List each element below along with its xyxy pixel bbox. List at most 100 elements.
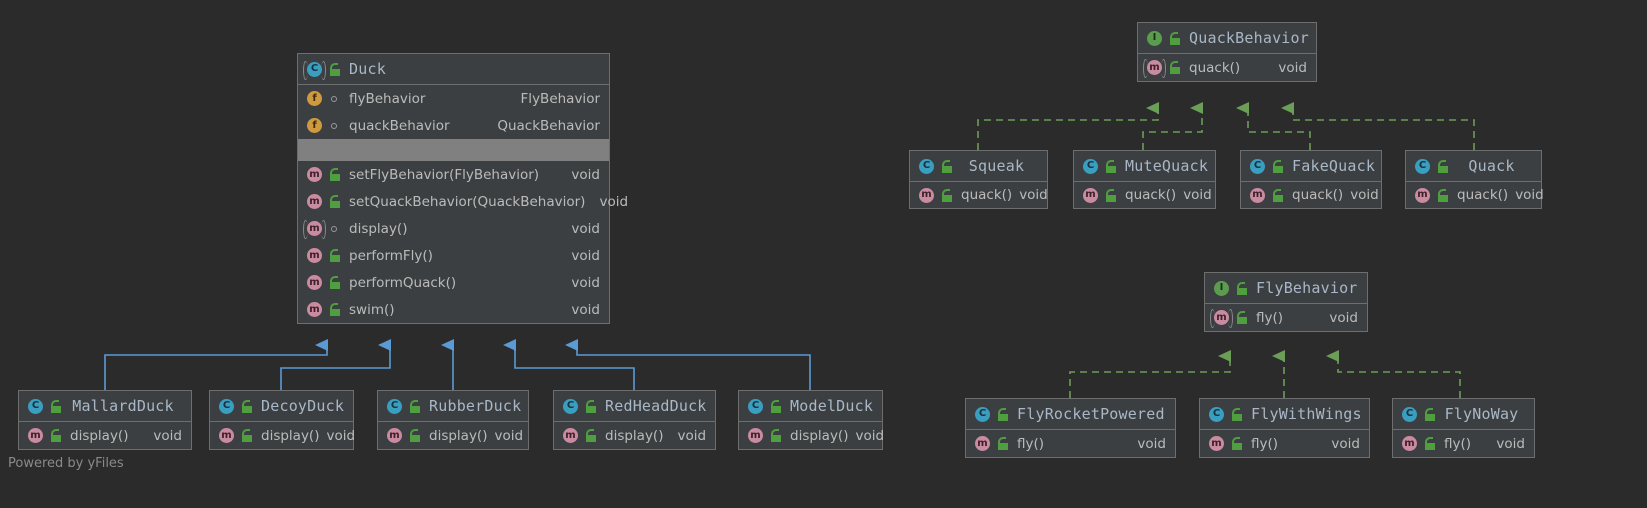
method-icon: m: [307, 302, 322, 317]
node-decoyduck[interactable]: C DecoyDuck m display() void: [209, 390, 356, 450]
method-row[interactable]: m setFlyBehavior(FlyBehavior) void: [298, 161, 609, 188]
node-fakequack-title: FakeQuack: [1292, 157, 1376, 175]
method-row[interactable]: m display() void: [378, 422, 528, 449]
method-row[interactable]: m performQuack() void: [298, 269, 609, 296]
unlocked-padlock-icon: [585, 399, 597, 413]
method-row[interactable]: m quack() void: [1074, 182, 1215, 208]
method-row[interactable]: m fly() void: [1393, 430, 1534, 457]
node-rubberduck[interactable]: C RubberDuck m display() void: [377, 390, 529, 450]
unlocked-padlock-icon: [50, 429, 62, 442]
node-quackbehavior-header: I QuackBehavior: [1138, 23, 1316, 54]
member-name: swim(): [349, 301, 395, 318]
node-flybehavior[interactable]: I FlyBehavior m fly() void: [1204, 272, 1368, 332]
member-name: display(): [70, 427, 129, 444]
method-icon: m: [1402, 436, 1417, 451]
method-row[interactable]: m display() void: [298, 215, 609, 242]
method-icon: m: [1083, 187, 1098, 203]
node-quackbehavior[interactable]: I QuackBehavior m quack() void: [1137, 22, 1317, 82]
node-flyrocketpowered[interactable]: C FlyRocketPowered m fly() void: [965, 398, 1176, 458]
member-type: void: [1350, 187, 1379, 203]
member-name: display(): [790, 427, 849, 444]
node-flywithwings-title: FlyWithWings: [1251, 405, 1362, 423]
method-icon: m: [975, 436, 990, 451]
class-icon: C: [1209, 406, 1224, 422]
node-fakequack[interactable]: C FakeQuack m quack() void: [1240, 150, 1382, 209]
node-modelduck[interactable]: C ModelDuck m display() void: [738, 390, 884, 450]
member-name: setQuackBehavior(QuackBehavior): [349, 193, 586, 210]
method-icon: m: [1415, 187, 1430, 203]
method-row[interactable]: m setQuackBehavior(QuackBehavior) void: [298, 188, 628, 215]
class-icon: C: [919, 158, 934, 174]
node-redheadduck[interactable]: C RedHeadDuck m display() void: [553, 390, 716, 450]
method-icon: m: [919, 187, 934, 203]
unlocked-padlock-icon: [1236, 311, 1248, 324]
member-type: void: [571, 274, 600, 291]
field-icon: f: [307, 118, 322, 133]
method-row[interactable]: m display() void: [739, 422, 884, 449]
member-type: void: [153, 427, 182, 444]
method-row[interactable]: m swim() void: [298, 296, 609, 323]
unlocked-padlock-icon: [1437, 188, 1449, 202]
node-squeak[interactable]: C Squeak m quack() void: [909, 150, 1048, 209]
unlocked-padlock-icon: [329, 168, 341, 181]
node-fakequack-header: C FakeQuack: [1241, 151, 1381, 182]
unlocked-padlock-icon: [1169, 31, 1181, 45]
node-flywithwings[interactable]: C FlyWithWings m fly() void: [1199, 398, 1370, 458]
unlocked-padlock-icon: [329, 276, 341, 289]
unlocked-padlock-icon: [770, 429, 782, 442]
unlocked-padlock-icon: [1231, 437, 1243, 450]
method-icon: m: [748, 428, 763, 443]
field-row[interactable]: f quackBehavior QuackBehavior: [298, 112, 609, 139]
class-icon: C: [1402, 406, 1417, 422]
method-row[interactable]: m quack() void: [1406, 182, 1544, 208]
member-type: QuackBehavior: [497, 117, 600, 134]
node-decoyduck-body: m display() void: [210, 422, 356, 449]
unlocked-padlock-icon: [1105, 159, 1117, 173]
method-row[interactable]: m fly() void: [1205, 304, 1367, 331]
member-type: void: [677, 427, 707, 444]
method-row[interactable]: m quack() void: [1138, 54, 1316, 81]
method-row[interactable]: m display() void: [210, 422, 356, 449]
member-type: void: [1515, 187, 1544, 203]
node-flybehavior-header: I FlyBehavior: [1205, 273, 1367, 304]
field-row[interactable]: f flyBehavior FlyBehavior: [298, 85, 609, 112]
method-row[interactable]: m fly() void: [966, 430, 1175, 457]
node-duck-body: f flyBehavior FlyBehavior f quackBehavio…: [298, 85, 628, 323]
field-icon: f: [307, 91, 322, 106]
node-redheadduck-header: C RedHeadDuck: [554, 391, 715, 422]
method-row[interactable]: m quack() void: [910, 182, 1048, 208]
class-icon: C: [303, 60, 326, 80]
member-type: void: [1278, 59, 1307, 76]
node-mallardduck[interactable]: C MallardDuck m display() void: [18, 390, 192, 450]
node-squeak-body: m quack() void: [910, 182, 1048, 208]
node-flynoway[interactable]: C FlyNoWay m fly() void: [1392, 398, 1535, 458]
method-row[interactable]: m display() void: [19, 422, 191, 449]
node-modelduck-body: m display() void: [739, 422, 884, 449]
node-flynoway-body: m fly() void: [1393, 430, 1534, 457]
method-row[interactable]: m display() void: [554, 422, 715, 449]
node-flyrocketpowered-header: C FlyRocketPowered: [966, 399, 1175, 430]
node-flywithwings-body: m fly() void: [1200, 430, 1369, 457]
node-quack[interactable]: C Quack m quack() void: [1405, 150, 1544, 209]
node-flynoway-header: C FlyNoWay: [1393, 399, 1534, 430]
unlocked-padlock-icon: [1231, 407, 1243, 421]
method-icon: m: [307, 275, 322, 290]
method-row[interactable]: m fly() void: [1200, 430, 1369, 457]
method-row[interactable]: m quack() void: [1241, 182, 1381, 208]
unlocked-padlock-icon: [1105, 188, 1117, 202]
node-mallardduck-title: MallardDuck: [72, 397, 174, 415]
unlocked-padlock-icon: [770, 399, 782, 413]
node-rubberduck-body: m display() void: [378, 422, 528, 449]
class-icon: C: [219, 398, 234, 414]
member-name: display(): [349, 220, 408, 237]
method-row[interactable]: m performFly() void: [298, 242, 609, 269]
member-type: void: [326, 427, 356, 444]
class-icon: C: [975, 406, 990, 422]
class-icon: C: [1415, 158, 1430, 174]
node-redheadduck-body: m display() void: [554, 422, 715, 449]
node-rubberduck-header: C RubberDuck: [378, 391, 528, 422]
node-duck[interactable]: C Duck f flyBehavior FlyBehavior f quack…: [297, 53, 628, 324]
member-type: void: [1496, 435, 1525, 452]
node-mutequack[interactable]: C MuteQuack m quack() void: [1073, 150, 1216, 209]
